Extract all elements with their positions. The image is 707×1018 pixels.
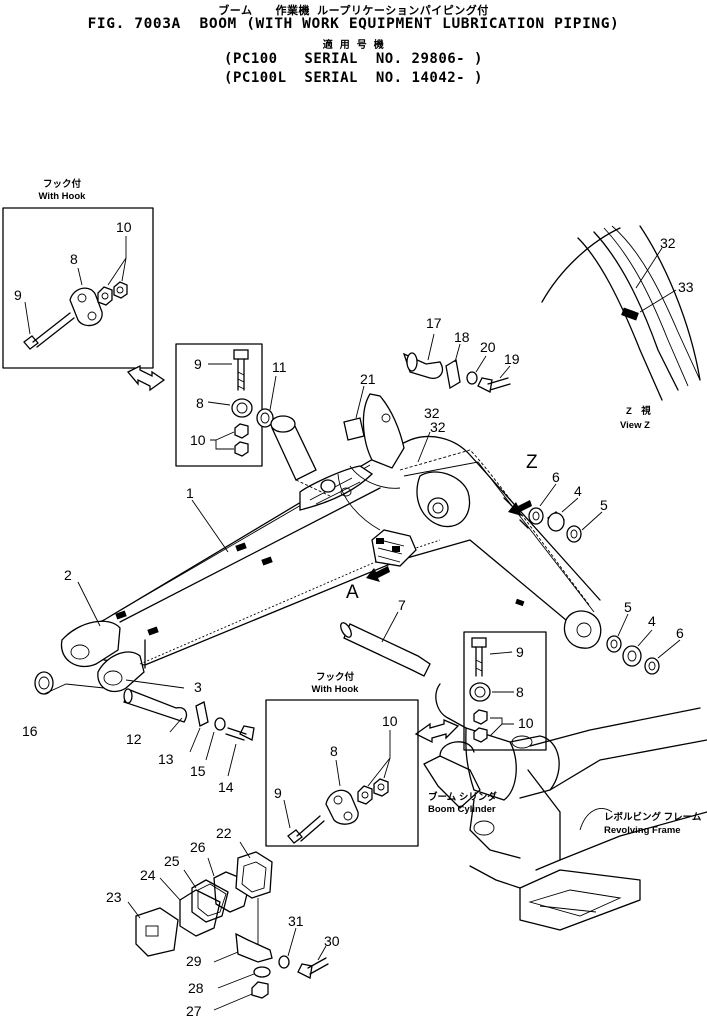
lower-right-bushings [606, 613, 681, 675]
part-number: 4 [574, 483, 582, 499]
part-number: 13 [158, 751, 174, 767]
caption-hook2-en: With Hook [312, 684, 360, 695]
part-number: 12 [126, 731, 142, 747]
part-number: 10 [382, 713, 398, 729]
hardware-box-bottom [463, 631, 547, 751]
part-number: 32 [430, 419, 446, 435]
double-arrow-bottom [414, 719, 460, 744]
parts-18-20-19 [445, 343, 511, 393]
part-number: 28 [188, 980, 204, 996]
part-number: 9 [14, 287, 22, 303]
part-number: 6 [676, 625, 684, 641]
caption-viewz-jp: Z 視 [626, 405, 651, 417]
bushing-11 [256, 375, 277, 428]
part-number: 9 [274, 785, 282, 801]
part-number: 5 [624, 599, 632, 615]
part-number: 14 [218, 779, 234, 795]
part-number: 24 [140, 867, 156, 883]
view-arrow-z: Z [508, 452, 538, 516]
part-number: 29 [186, 953, 202, 969]
caption-revframe-jp: レボルビング フレーム [604, 811, 702, 823]
leader-lines [77, 431, 431, 627]
part-number: 5 [600, 497, 608, 513]
part-number: 16 [22, 723, 38, 739]
caption-boomcyl-jp: ブーム シリンダ [428, 791, 497, 803]
part-number-callouts: 1 2 3 4 4 5 5 6 6 7 8 8 8 8 9 9 9 9 10 1… [14, 219, 694, 1018]
part-number: 10 [518, 715, 534, 731]
part-number: 26 [190, 839, 206, 855]
lube-junction-block [371, 529, 417, 567]
boom-foot-plate [60, 620, 121, 668]
part-number: 27 [186, 1003, 202, 1018]
caption-hook2-jp: フック付 [316, 671, 355, 683]
part-number: 17 [426, 315, 442, 331]
boom-body [60, 393, 602, 693]
part-number: 2 [64, 567, 72, 583]
shim-21 [343, 385, 365, 441]
view-z-inset [541, 225, 701, 401]
part-number: 23 [106, 889, 122, 905]
header-japanese-title: ブーム 作業機 ループリケーションパイピング付 [218, 4, 489, 17]
part-number: 30 [324, 933, 340, 949]
label-arrow-a: A [346, 582, 359, 603]
caption-hook1-jp: フック付 [43, 178, 82, 190]
part-number: 4 [648, 613, 656, 629]
header-japanese-applicable: 適 用 号 機 [322, 40, 385, 51]
part-number: 31 [288, 913, 304, 929]
part-number: 9 [516, 644, 524, 660]
caption-boomcyl-en: Boom Cylinder [428, 804, 496, 815]
caption-viewz-en: View Z [620, 420, 650, 431]
foot-pin-bushing [270, 415, 331, 497]
hardware-box-top [175, 343, 263, 467]
boom-pin-7 [340, 611, 431, 677]
part-number: 11 [272, 359, 287, 375]
part-number: 32 [660, 235, 676, 251]
part-number: 6 [552, 469, 560, 485]
part-number: 10 [116, 219, 132, 235]
part-number: 8 [196, 395, 204, 411]
part-number: 9 [194, 356, 202, 372]
with-hook-inset-top [2, 207, 154, 369]
part-number: 19 [504, 351, 520, 367]
part-number: 1 [186, 485, 194, 501]
part-number: 8 [516, 684, 524, 700]
junction-block-parts [127, 841, 329, 1011]
part-number: 20 [480, 339, 496, 355]
upper-right-bushings [528, 483, 603, 543]
caption-hook1-en: With Hook [39, 191, 87, 202]
label-arrow-z: Z [526, 452, 538, 473]
serial-range-pc100l: (PC100L SERIAL NO. 14042- ) [224, 70, 483, 86]
part-number: 18 [454, 329, 470, 345]
boom-cylinder-revolving-frame [423, 683, 707, 931]
part-number: 7 [398, 597, 406, 613]
part-number: 15 [190, 763, 206, 779]
double-arrow-left [126, 364, 166, 392]
view-arrow-a: A [346, 566, 390, 603]
part-number: 25 [164, 853, 180, 869]
part-number: 8 [330, 743, 338, 759]
part-number: 3 [194, 679, 202, 695]
part-number: 33 [678, 279, 694, 295]
serial-range-pc100: (PC100 SERIAL NO. 29806- ) [224, 51, 483, 67]
part-number: 21 [360, 371, 376, 387]
part-number: 22 [216, 825, 232, 841]
part-number: 10 [190, 432, 206, 448]
pin-17 [402, 333, 444, 379]
with-hook-inset-bottom [265, 699, 419, 847]
figure-title: FIG. 7003A BOOM (WITH WORK EQUIPMENT LUB… [87, 16, 620, 32]
part-number: 32 [424, 405, 440, 421]
foot-pin-assembly [34, 671, 255, 777]
part-number: 8 [70, 251, 78, 267]
caption-revframe-en: Revolving Frame [604, 825, 681, 836]
inset-frame-top [2, 207, 154, 369]
